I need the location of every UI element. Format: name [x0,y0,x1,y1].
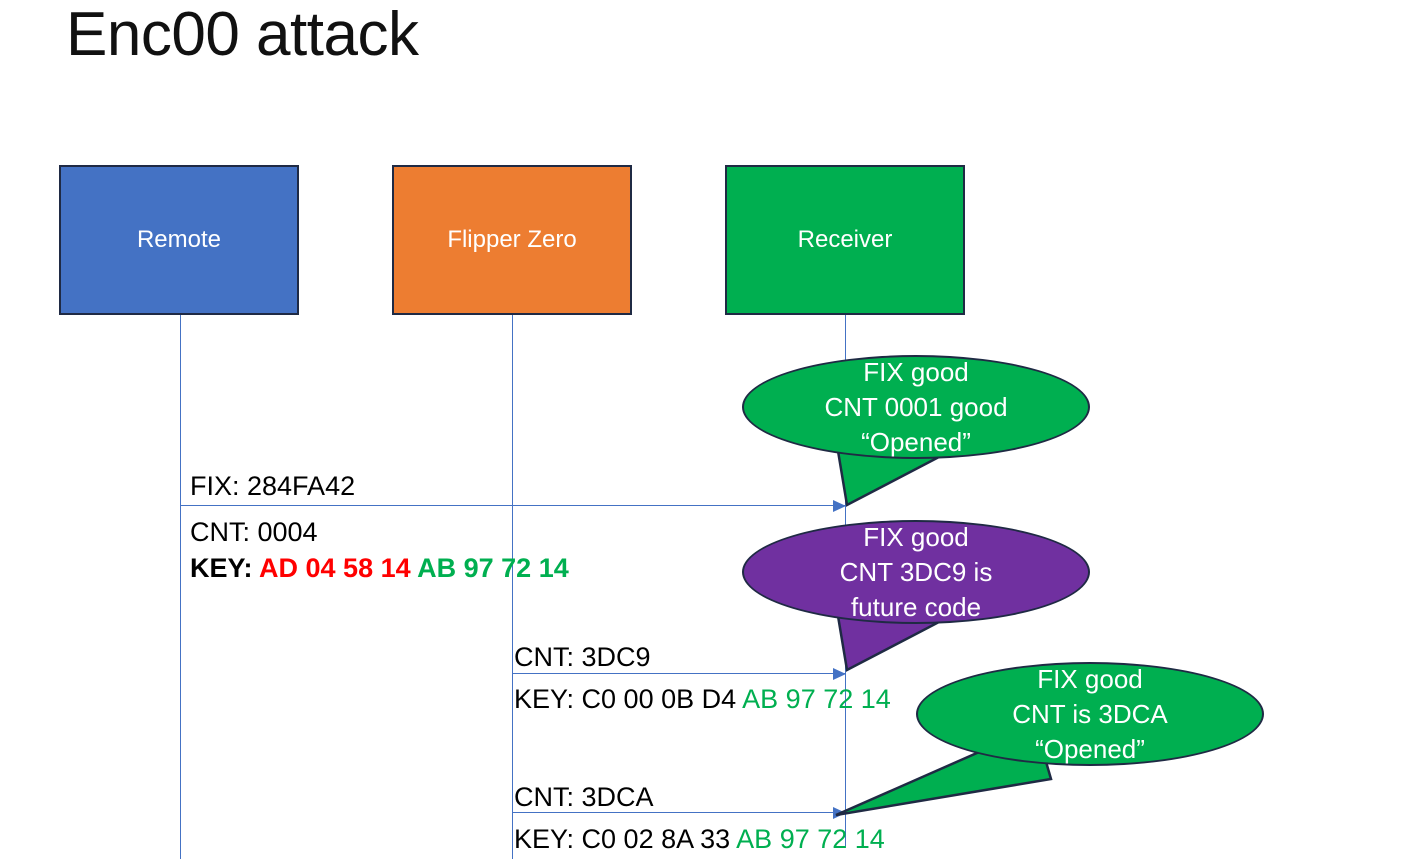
key-prefix: KEY: [190,553,260,583]
message-label-cnt-3dc9: CNT: 3DC9 [514,642,651,672]
callout-line-1: FIX good [863,356,969,387]
callout-line-1: FIX good [1037,663,1143,694]
callout-receiver-fix-good-cnt-3dca[interactable]: FIX good CNT is 3DCA “Opened” [835,662,1264,832]
key-green-bytes: AB 97 72 14 [742,684,891,714]
callout-bubble: FIX good CNT 3DC9 is future code [742,520,1090,624]
callout-receiver-fix-good-cnt-0001[interactable]: FIX good CNT 0001 good “Opened” [742,355,1090,507]
lifeline-remote [180,315,181,859]
message-label-cnt-3dca: CNT: 3DCA [514,782,654,812]
callout-bubble: FIX good CNT is 3DCA “Opened” [916,662,1264,766]
page-title: Enc00 attack [66,0,419,69]
actor-label-remote: Remote [136,226,222,253]
actor-label-flipper-zero: Flipper Zero [447,226,577,253]
key-prefix: KEY: C0 02 8A 33 [514,824,737,854]
message-label-key-remote: KEY: AD 04 58 14 AB 97 72 14 [190,549,569,587]
callout-line-1: FIX good [863,521,969,552]
callout-line-3: “Opened” [861,426,971,457]
actor-box-receiver[interactable]: Receiver [725,165,965,315]
actor-box-flipper-zero[interactable]: Flipper Zero [392,165,632,315]
message-arrow-flipper-to-receiver-1 [512,668,846,680]
message-arrow-remote-to-receiver [180,500,846,512]
callout-line-3: future code [850,591,982,622]
callout-bubble: FIX good CNT 0001 good “Opened” [742,355,1090,459]
message-label-key-3dca: KEY: C0 02 8A 33 AB 97 72 14 [514,820,885,858]
key-red-bytes: AD 04 58 14 [259,553,411,583]
actor-box-remote[interactable]: Remote [59,165,299,315]
callout-line-2: CNT is 3DCA [1012,698,1168,729]
callout-line-2: CNT 3DC9 is [839,556,993,587]
key-green-bytes: AB 97 72 14 [417,553,569,583]
callout-line-2: CNT 0001 good [824,391,1008,422]
key-prefix: KEY: C0 00 0B D4 [514,684,743,714]
callout-line-3: “Opened” [1035,733,1145,764]
message-label-cnt-0004: CNT: 0004 [190,517,318,547]
lifeline-flipper-zero [512,315,513,859]
message-label-fix: FIX: 284FA42 [190,471,356,501]
callout-receiver-fix-good-cnt-3dc9-future[interactable]: FIX good CNT 3DC9 is future code [742,520,1090,672]
key-green-bytes: AB 97 72 14 [736,824,885,854]
message-label-key-3dc9: KEY: C0 00 0B D4 AB 97 72 14 [514,680,891,718]
actor-label-receiver: Receiver [797,226,893,253]
